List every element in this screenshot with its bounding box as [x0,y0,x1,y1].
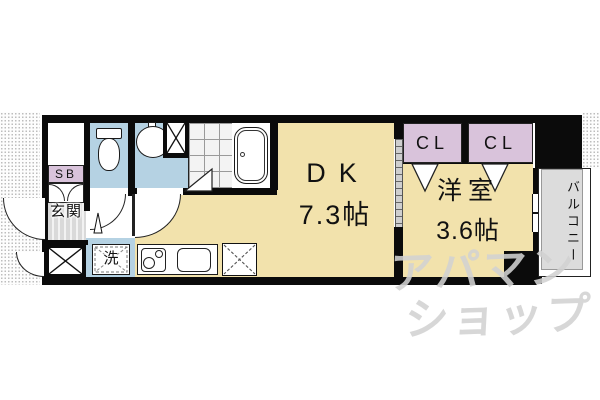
bathtub-drain-icon [240,152,245,157]
wall [42,240,88,245]
window-symbol [532,212,543,214]
closet-left-label: CL [415,132,449,153]
folding-door-mark [480,163,510,193]
watermark-line2: ショップ [403,289,594,346]
door-stop-mark [93,212,103,234]
closet-left: CL [403,123,462,163]
wall [533,232,542,284]
kitchen-sink-fixture [177,248,211,272]
balcony-deck: バルコニー [541,169,583,270]
dk-room-size: 7.3帖 [298,200,372,230]
washroom-door-leaf [132,194,135,236]
wall [394,115,403,139]
wall [42,115,48,285]
closet-right-label: CL [483,132,517,153]
pipe-space-cross [166,122,186,154]
wall [462,123,468,163]
wall [128,123,135,196]
balcony-label: バルコニー [565,180,580,265]
western-room-size: 3.6帖 [436,217,500,245]
bath-folding-door-mark [183,167,213,192]
closet-right: CL [468,123,533,163]
entrance-label: 玄関 [49,203,82,220]
shoe-box: SB [48,165,84,183]
watermark: アパマン ショップ [386,243,597,346]
sliding-door-symbol [395,139,403,227]
refrigerator-space-cross [223,244,256,275]
dk-room-label: DK [306,158,370,188]
stove-burner-icon [143,257,155,269]
balcony: バルコニー [538,168,591,277]
laundry-box-cross [94,246,128,273]
wall [84,183,90,211]
stove-burner-icon [155,250,163,258]
bathtub-inner-line [237,130,265,181]
western-room-label: 洋室 [436,177,499,205]
toilet-door-opening [90,188,128,195]
toilet-fixture [98,138,120,171]
wall [535,115,582,168]
wall [42,277,537,285]
wall [504,251,537,284]
wall [394,227,403,284]
wall [84,123,90,188]
laundry-label: 洗 [103,250,119,267]
meter-box-cross [48,247,83,275]
shoe-box-label: SB [54,167,77,181]
dk-floor [278,123,394,277]
wall [42,115,538,123]
wall [533,168,542,194]
washroom-door-opening [137,188,183,195]
wall [270,115,278,190]
exterior-hatch-top-right [582,112,600,169]
folding-door-mark [410,163,440,193]
